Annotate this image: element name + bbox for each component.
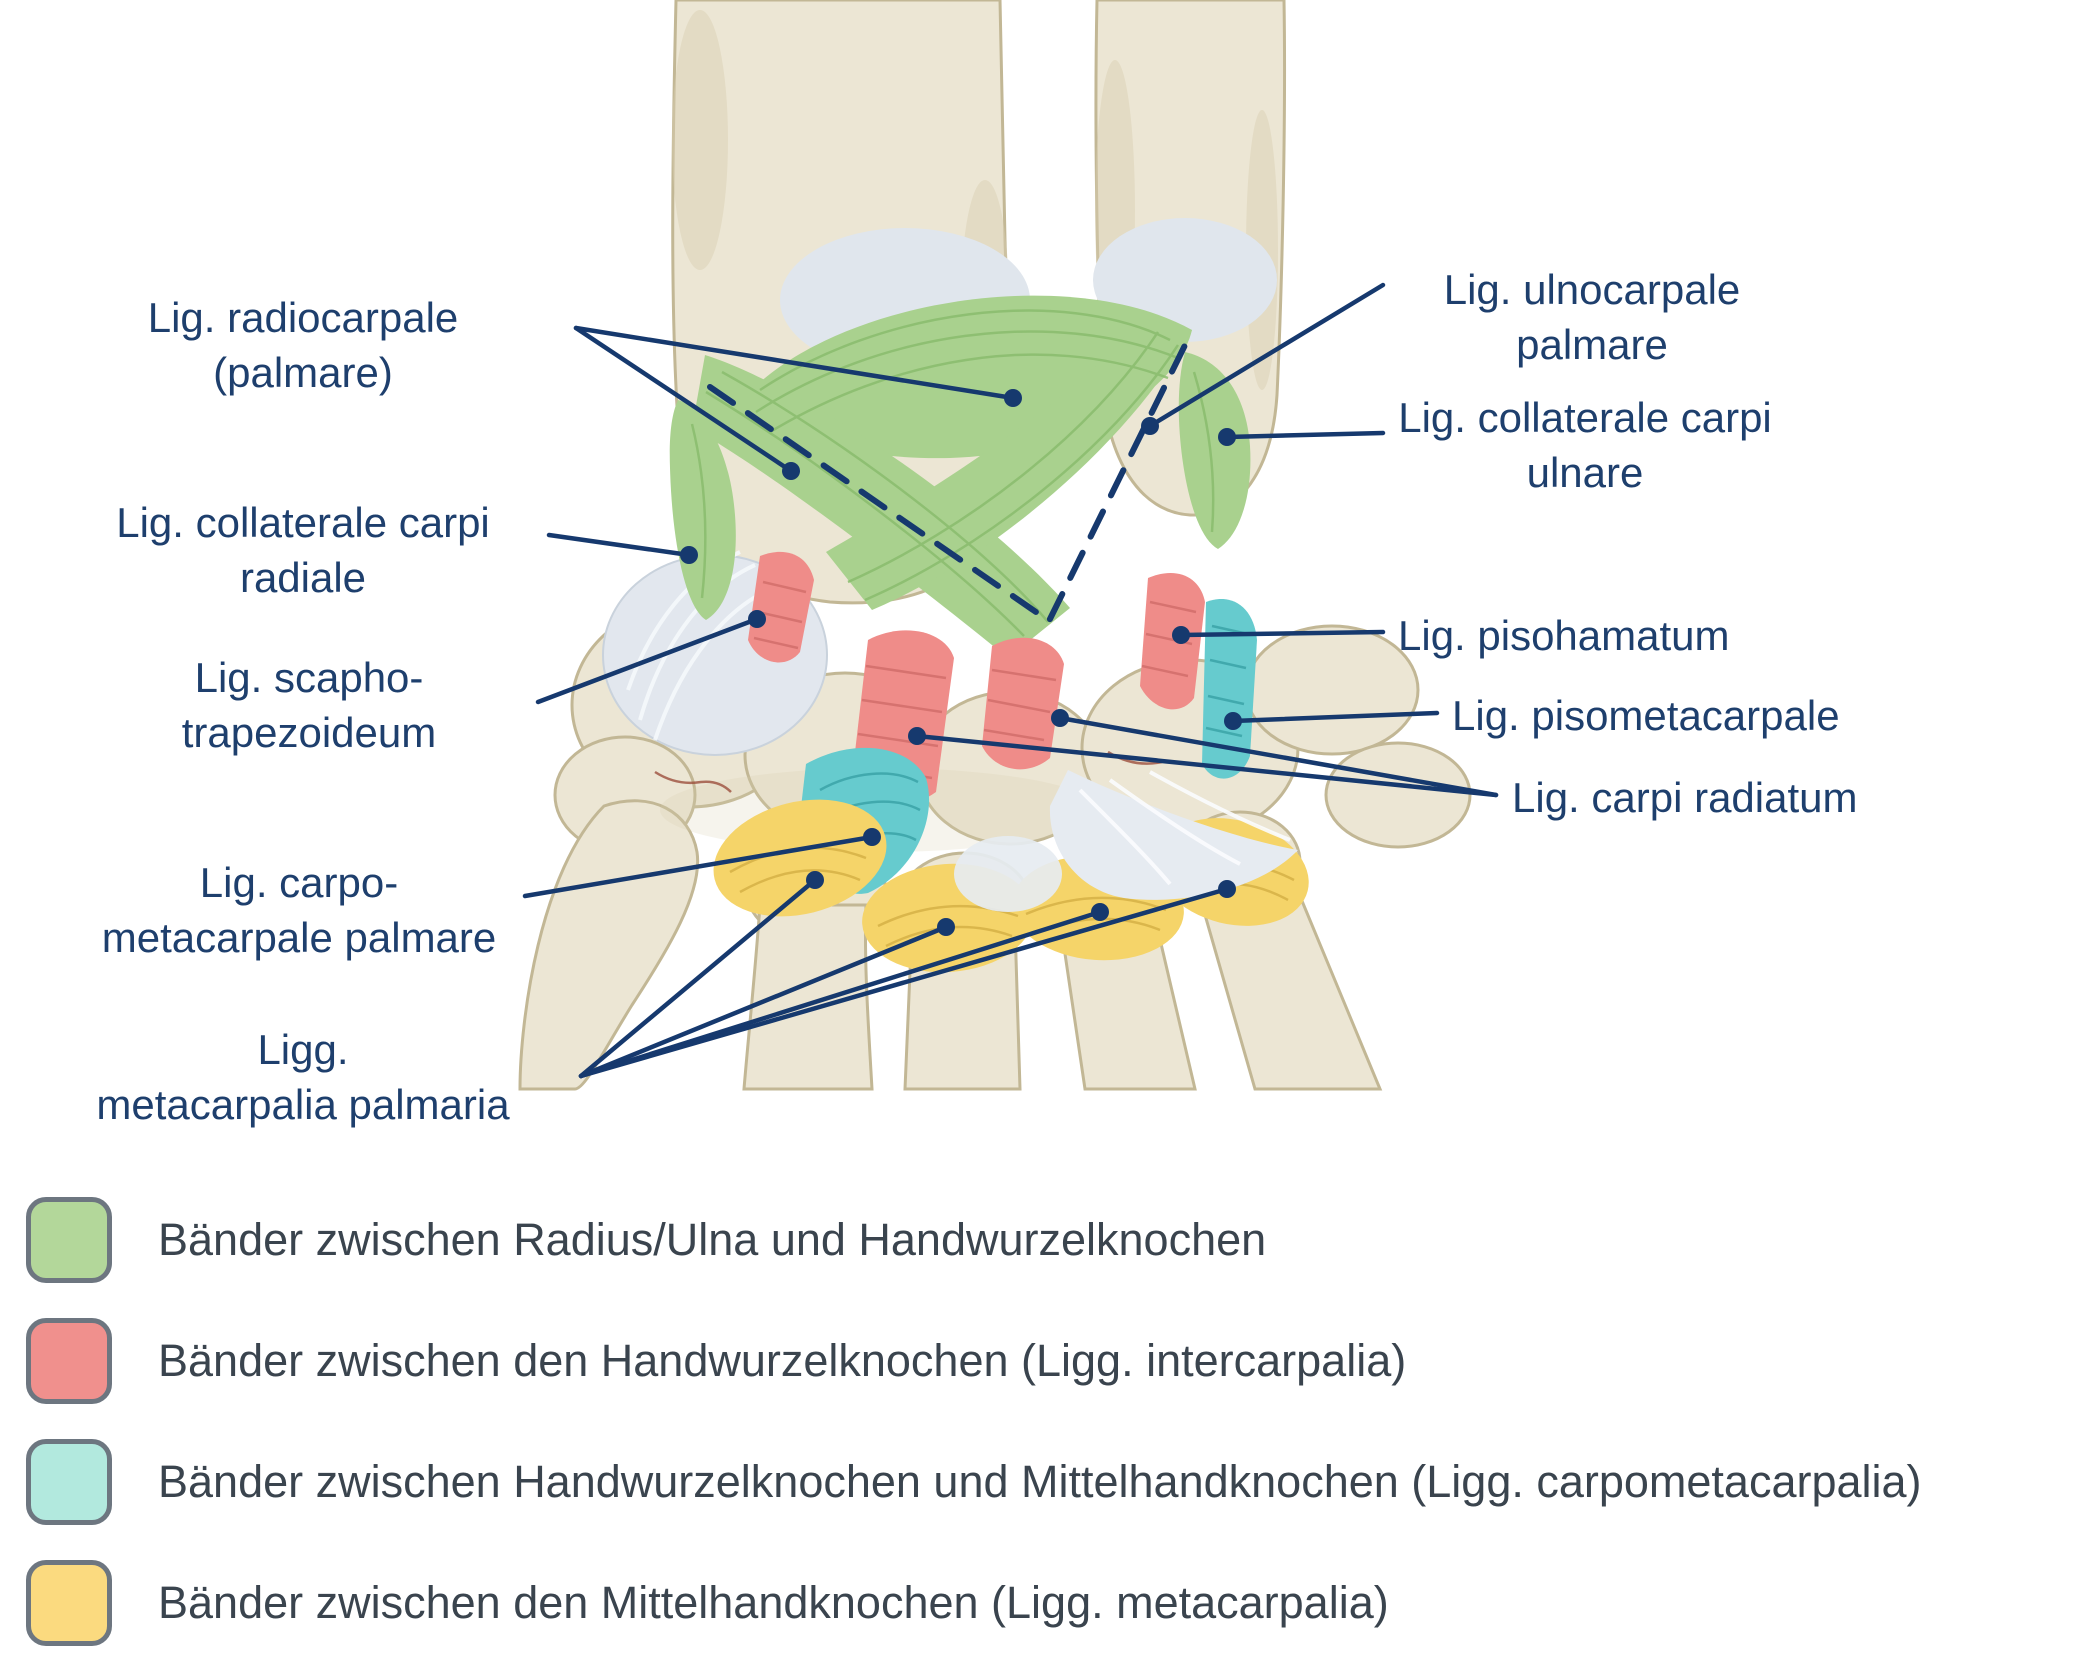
label-lig-carpometacarpale: Lig. carpo- metacarpale palmare <box>101 859 497 962</box>
label-lig-carpi-radiatum: Lig. carpi radiatum <box>1512 774 1858 821</box>
legend: Bänder zwischen Radius/Ulna und Handwurz… <box>26 1196 1922 1680</box>
label-lig-scaphotrapezoideum: Lig. scapho- trapezoideum <box>181 654 437 757</box>
legend-swatch-cyan <box>26 1439 112 1525</box>
lig-collaterale-radiale-band <box>669 400 736 620</box>
leader-lines <box>522 282 1499 1079</box>
label-lig-ulnocarpale-palmare: Lig. ulnocarpale palmare <box>1443 266 1741 369</box>
legend-swatch-yellow <box>26 1560 112 1646</box>
red-ligaments <box>748 551 1205 805</box>
lig-pisometacarpale-band <box>1202 599 1257 779</box>
lig-pisohamatum-band <box>1140 572 1205 710</box>
lig-collaterale-ulnare-band <box>1178 352 1251 549</box>
lig-ulnocarpale-band <box>826 318 1192 610</box>
legend-item-radiocarpal: Bänder zwischen Radius/Ulna und Handwurz… <box>26 1196 1922 1284</box>
metacarpal-shaft <box>742 903 874 1091</box>
carpal-bone <box>1244 624 1420 756</box>
legend-label: Bänder zwischen Radius/Ulna und Handwurz… <box>158 1214 1267 1265</box>
lig-metacarpalia-blob <box>713 799 887 917</box>
label-lig-pisohamatum: Lig. pisohamatum <box>1398 612 1730 659</box>
legend-label: Bänder zwischen Handwurzelknochen und Mi… <box>158 1456 1922 1507</box>
white-fan <box>954 770 1298 912</box>
legend-label: Bänder zwischen den Handwurzelknochen (L… <box>158 1335 1407 1386</box>
label-lig-collaterale-radiale: Lig. collaterale carpi radiale <box>116 499 490 602</box>
legend-item-intercarpal: Bänder zwischen den Handwurzelknochen (L… <box>26 1317 1922 1405</box>
lig-scaphotrapezoideum-band <box>748 551 814 663</box>
legend-swatch-red <box>26 1318 112 1404</box>
leader-dots <box>680 389 1242 936</box>
label-lig-collaterale-ulnare: Lig. collaterale carpi ulnare <box>1398 394 1772 497</box>
label-lig-radiocarpale-palmare: Lig. radiocarpale (palmare) <box>147 294 459 397</box>
legend-swatch-green <box>26 1197 112 1283</box>
legend-label: Bänder zwischen den Mittelhandknochen (L… <box>158 1577 1389 1628</box>
label-ligg-metacarpalia-palmaria: Ligg. metacarpalia palmaria <box>96 1026 510 1129</box>
label-lig-pisometacarpale: Lig. pisometacarpale <box>1452 692 1840 739</box>
legend-item-metacarpal: Bänder zwischen den Mittelhandknochen (L… <box>26 1559 1922 1647</box>
carpal-bone <box>1324 741 1472 849</box>
legend-item-carpometacarpal: Bänder zwischen Handwurzelknochen und Mi… <box>26 1438 1922 1526</box>
